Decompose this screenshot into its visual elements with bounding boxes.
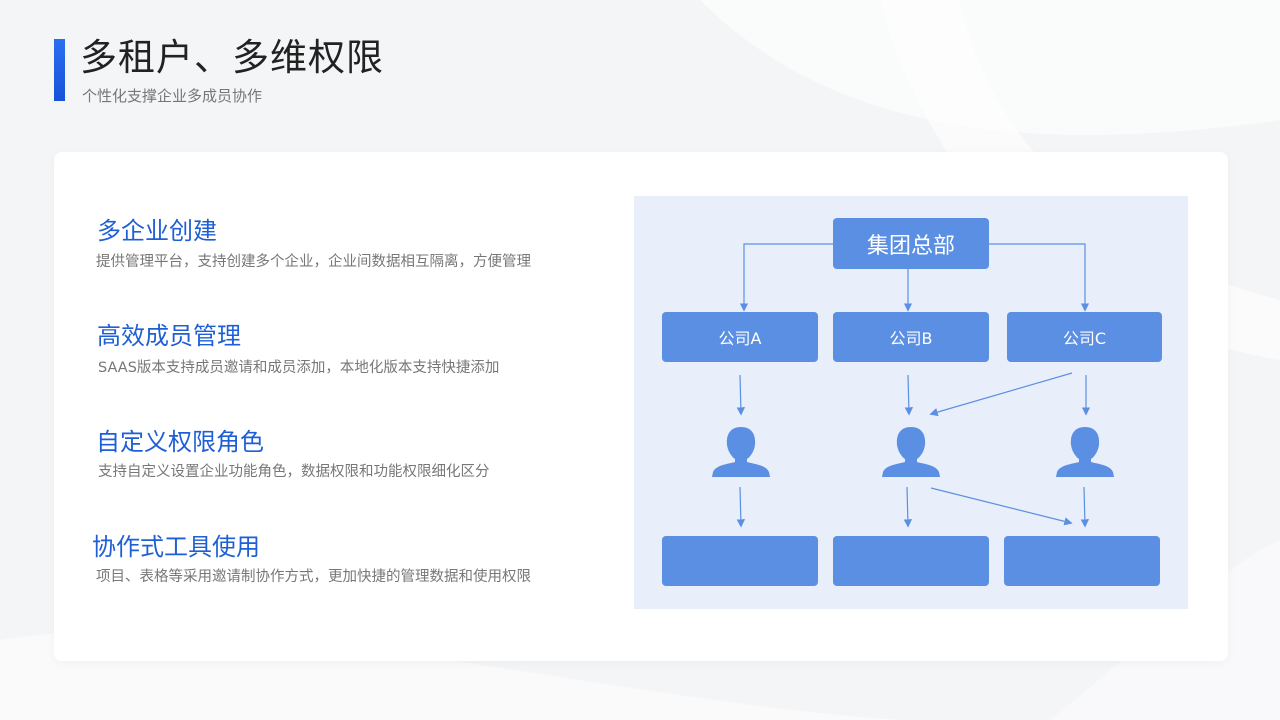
node-company-a: 公司A (662, 312, 818, 362)
connector-person-c-box (1080, 486, 1090, 528)
node-company-c: 公司C (1007, 312, 1162, 362)
node-company-b: 公司B (833, 312, 989, 362)
page-title: 多租户、多维权限 (80, 36, 384, 79)
node-hq: 集团总部 (833, 218, 989, 269)
feature-title-4: 协作式工具使用 (92, 533, 260, 561)
connector-hq-c (989, 243, 1090, 312)
feature-title-3: 自定义权限角色 (96, 428, 264, 456)
node-bottom-a (662, 536, 818, 586)
connector-a-person (736, 374, 746, 416)
feature-title-2: 高效成员管理 (97, 322, 241, 350)
feature-desc-1: 提供管理平台，支持创建多个企业，企业间数据相互隔离，方便管理 (96, 254, 531, 270)
person-icon (882, 427, 940, 477)
connector-c-person-b (929, 372, 1073, 417)
connector-person-b-box (903, 486, 913, 528)
connector-person-a-box (736, 486, 746, 528)
feature-desc-3: 支持自定义设置企业功能角色，数据权限和功能权限细化区分 (98, 464, 490, 480)
connector-b-person (904, 374, 914, 416)
org-diagram: 集团总部 公司A 公司B 公司C (634, 196, 1188, 609)
feature-desc-4: 项目、表格等采用邀请制协作方式，更加快捷的管理数据和使用权限 (96, 569, 531, 585)
node-bottom-c (1004, 536, 1160, 586)
title-accent-bar (54, 39, 65, 101)
content-card: 多企业创建 提供管理平台，支持创建多个企业，企业间数据相互隔离，方便管理 高效成… (54, 152, 1228, 661)
person-icon (1056, 427, 1114, 477)
diagram-connectors (736, 243, 1091, 528)
page-subtitle: 个性化支撑企业多成员协作 (82, 87, 263, 105)
node-bottom-b (833, 536, 989, 586)
connector-hq-a (739, 243, 833, 312)
feature-desc-2: SAAS版本支持成员邀请和成员添加，本地化版本支持快捷添加 (98, 360, 500, 376)
connector-person-b-box-c (930, 487, 1073, 526)
feature-title-1: 多企业创建 (97, 217, 217, 245)
person-icon (712, 427, 770, 477)
